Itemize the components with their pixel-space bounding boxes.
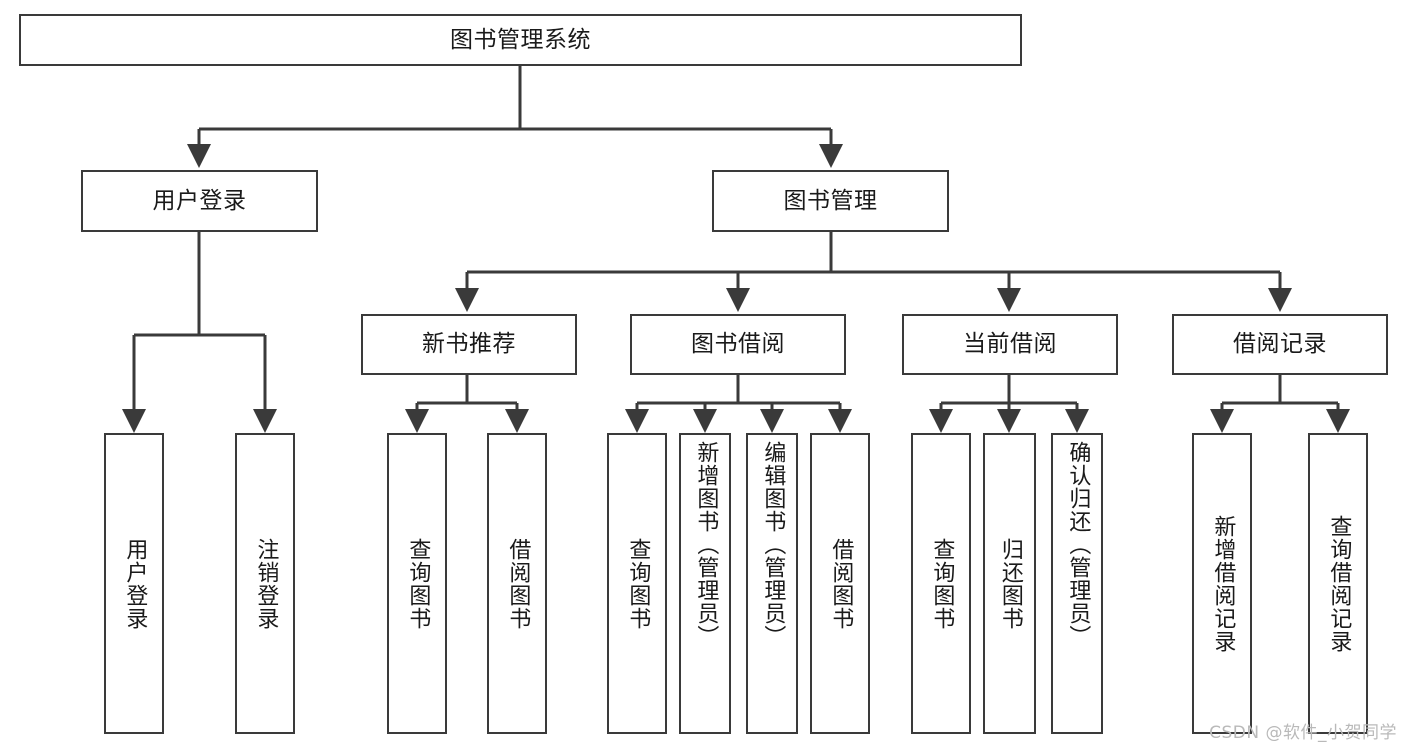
node-leaf-book-borrow-query-label: 查询图书: [625, 537, 651, 630]
node-book-management[interactable]: 图书管理: [712, 170, 949, 232]
node-leaf-borrow-record-add-label: 新增借阅记录: [1210, 514, 1236, 653]
node-leaf-book-borrow-borrow-label: 借阅图书: [828, 537, 854, 630]
node-book-borrow[interactable]: 图书借阅: [630, 314, 846, 375]
node-leaf-borrow-record-add[interactable]: 新增借阅记录: [1192, 433, 1252, 734]
node-leaf-book-borrow-edit[interactable]: 编辑图书（管理员）: [746, 433, 798, 734]
node-leaf-book-borrow-borrow[interactable]: 借阅图书: [810, 433, 870, 734]
node-leaf-book-borrow-add-label: 新增图书（管理员）: [693, 441, 719, 648]
node-root-system[interactable]: 图书管理系统: [19, 14, 1022, 66]
node-leaf-book-borrow-add[interactable]: 新增图书（管理员）: [679, 433, 731, 734]
node-leaf-new-book-query[interactable]: 查询图书: [387, 433, 447, 734]
node-leaf-current-borrow-query[interactable]: 查询图书: [911, 433, 971, 734]
node-leaf-current-borrow-return[interactable]: 归还图书: [983, 433, 1036, 734]
node-leaf-user-login-signout-label: 注销登录: [253, 537, 279, 630]
watermark-text: CSDN @软件_小贺同学: [1209, 723, 1397, 743]
node-leaf-current-borrow-return-label: 归还图书: [997, 537, 1023, 630]
node-book-borrow-label: 图书借阅: [691, 331, 785, 358]
node-borrow-record[interactable]: 借阅记录: [1172, 314, 1388, 375]
node-leaf-current-borrow-confirm-label: 确认归还（管理员）: [1065, 441, 1091, 648]
node-leaf-user-login-signin[interactable]: 用户登录: [104, 433, 164, 734]
node-user-login[interactable]: 用户登录: [81, 170, 318, 232]
node-current-borrow-label: 当前借阅: [963, 331, 1057, 358]
node-leaf-borrow-record-query-label: 查询借阅记录: [1326, 514, 1352, 653]
node-leaf-book-borrow-query[interactable]: 查询图书: [607, 433, 667, 734]
node-leaf-user-login-signout[interactable]: 注销登录: [235, 433, 295, 734]
node-leaf-user-login-signin-label: 用户登录: [122, 537, 148, 630]
node-user-login-label: 用户登录: [152, 187, 247, 214]
node-new-book-recommend-label: 新书推荐: [422, 331, 516, 358]
node-leaf-current-borrow-confirm[interactable]: 确认归还（管理员）: [1051, 433, 1103, 734]
node-book-management-label: 图书管理: [783, 187, 878, 214]
node-leaf-new-book-borrow-label: 借阅图书: [505, 537, 531, 630]
node-new-book-recommend[interactable]: 新书推荐: [361, 314, 577, 375]
node-leaf-book-borrow-edit-label: 编辑图书（管理员）: [760, 441, 786, 648]
node-leaf-new-book-borrow[interactable]: 借阅图书: [487, 433, 547, 734]
node-leaf-new-book-query-label: 查询图书: [405, 537, 431, 630]
node-borrow-record-label: 借阅记录: [1233, 331, 1327, 358]
node-current-borrow[interactable]: 当前借阅: [902, 314, 1118, 375]
node-root-system-label: 图书管理系统: [450, 26, 591, 53]
node-leaf-current-borrow-query-label: 查询图书: [929, 537, 955, 630]
node-leaf-borrow-record-query[interactable]: 查询借阅记录: [1308, 433, 1368, 734]
